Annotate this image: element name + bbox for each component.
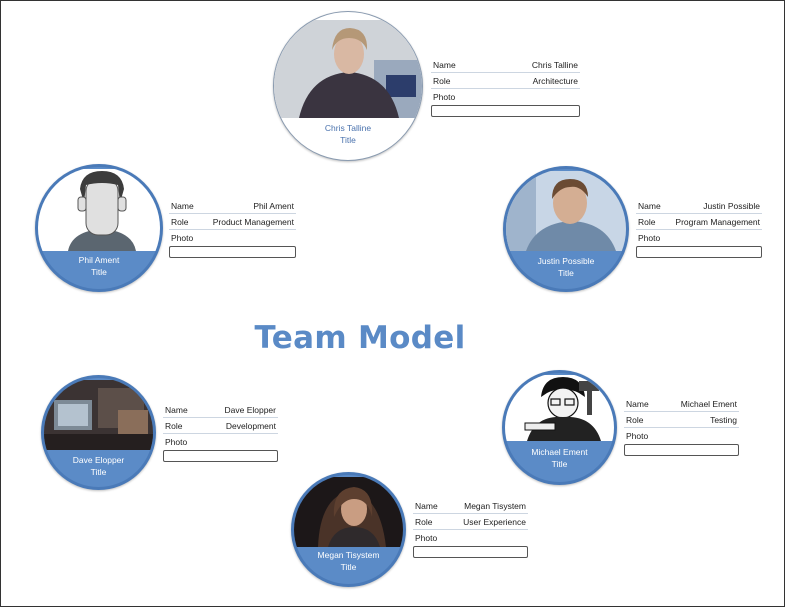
name-label: Name bbox=[415, 501, 438, 511]
name-value: Phil Ament bbox=[253, 201, 294, 211]
role-value: User Experience bbox=[463, 517, 526, 527]
name-value: Dave Elopper bbox=[224, 405, 276, 415]
photo-label: Photo bbox=[638, 233, 661, 243]
role-row: Role Testing bbox=[624, 412, 739, 428]
photo-label: Photo bbox=[165, 437, 188, 447]
role-label: Role bbox=[415, 517, 433, 527]
photo-field[interactable] bbox=[624, 444, 739, 456]
name-value: Megan Tisystem bbox=[464, 501, 526, 511]
member-photo bbox=[44, 380, 153, 450]
member-caption: Justin Possible Title bbox=[506, 255, 626, 279]
member-card-michael-ement[interactable]: Michael Ement Title bbox=[502, 370, 617, 485]
member-panel-phil-ament: Name Phil Ament Role Product Management … bbox=[169, 198, 296, 258]
role-label: Role bbox=[171, 217, 189, 227]
photo-label: Photo bbox=[433, 92, 456, 102]
role-label: Role bbox=[165, 421, 183, 431]
member-card-megan-tisystem[interactable]: Megan Tisystem Title bbox=[291, 472, 406, 587]
name-row: Name Dave Elopper bbox=[163, 402, 278, 418]
name-label: Name bbox=[433, 60, 456, 70]
name-value: Justin Possible bbox=[703, 201, 760, 211]
member-caption-title: Title bbox=[90, 467, 107, 477]
role-value: Program Management bbox=[675, 217, 760, 227]
member-caption: Chris Talline Title bbox=[274, 122, 422, 146]
photo-field[interactable] bbox=[413, 546, 528, 558]
name-label: Name bbox=[626, 399, 649, 409]
name-row: Name Phil Ament bbox=[169, 198, 296, 214]
photo-row: Photo bbox=[169, 230, 296, 246]
member-caption-title: Title bbox=[340, 135, 356, 145]
member-panel-michael-ement: Name Michael Ement Role Testing Photo bbox=[624, 396, 739, 456]
member-card-chris-talline[interactable]: Chris Talline Title bbox=[273, 11, 423, 161]
role-row: Role Architecture bbox=[431, 73, 580, 89]
member-panel-justin-possible: Name Justin Possible Role Program Manage… bbox=[636, 198, 762, 258]
photo-row: Photo bbox=[163, 434, 278, 450]
name-row: Name Justin Possible bbox=[636, 198, 762, 214]
member-card-phil-ament[interactable]: Phil Ament Title bbox=[35, 164, 163, 292]
member-caption-title: Title bbox=[558, 268, 574, 278]
diagram-title: Team Model bbox=[254, 320, 466, 356]
member-panel-chris-talline: Name Chris Talline Role Architecture Pho… bbox=[431, 57, 580, 117]
photo-row: Photo bbox=[636, 230, 762, 246]
member-photo bbox=[506, 171, 626, 251]
member-caption-title: Title bbox=[551, 459, 568, 469]
member-card-dave-elopper[interactable]: Dave Elopper Title bbox=[41, 375, 156, 490]
member-caption-name: Megan Tisystem bbox=[317, 550, 380, 560]
photo-label: Photo bbox=[415, 533, 438, 543]
photo-field[interactable] bbox=[431, 105, 580, 117]
role-label: Role bbox=[626, 415, 644, 425]
member-panel-megan-tisystem: Name Megan Tisystem Role User Experience… bbox=[413, 498, 528, 558]
name-value: Michael Ement bbox=[680, 399, 737, 409]
role-value: Architecture bbox=[532, 76, 578, 86]
member-photo bbox=[294, 477, 403, 547]
role-row: Role Product Management bbox=[169, 214, 296, 230]
member-caption: Dave Elopper Title bbox=[44, 454, 153, 478]
role-value: Product Management bbox=[212, 217, 294, 227]
photo-row: Photo bbox=[624, 428, 739, 444]
member-panel-dave-elopper: Name Dave Elopper Role Development Photo bbox=[163, 402, 278, 462]
member-caption-name: Dave Elopper bbox=[72, 455, 125, 465]
member-caption: Michael Ement Title bbox=[505, 446, 614, 470]
photo-label: Photo bbox=[626, 431, 649, 441]
member-caption-title: Title bbox=[340, 562, 357, 572]
role-label: Role bbox=[638, 217, 656, 227]
photo-field[interactable] bbox=[636, 246, 762, 258]
member-photo bbox=[38, 169, 160, 251]
name-row: Name Chris Talline bbox=[431, 57, 580, 73]
role-row: Role Program Management bbox=[636, 214, 762, 230]
photo-field[interactable] bbox=[169, 246, 296, 258]
name-label: Name bbox=[171, 201, 194, 211]
name-label: Name bbox=[638, 201, 661, 211]
member-caption-title: Title bbox=[91, 267, 107, 277]
name-row: Name Michael Ement bbox=[624, 396, 739, 412]
photo-row: Photo bbox=[413, 530, 528, 546]
member-card-justin-possible[interactable]: Justin Possible Title bbox=[503, 166, 629, 292]
role-row: Role Development bbox=[163, 418, 278, 434]
member-caption-name: Phil Ament bbox=[78, 255, 120, 265]
role-row: Role User Experience bbox=[413, 514, 528, 530]
member-caption: Megan Tisystem Title bbox=[294, 549, 403, 573]
name-label: Name bbox=[165, 405, 188, 415]
photo-label: Photo bbox=[171, 233, 194, 243]
photo-field[interactable] bbox=[163, 450, 278, 462]
name-row: Name Megan Tisystem bbox=[413, 498, 528, 514]
role-label: Role bbox=[433, 76, 451, 86]
role-value: Testing bbox=[710, 415, 737, 425]
member-caption-name: Chris Talline bbox=[324, 123, 372, 133]
member-photo bbox=[274, 20, 422, 118]
member-caption-name: Justin Possible bbox=[537, 256, 595, 266]
role-value: Development bbox=[225, 421, 276, 431]
member-caption-name: Michael Ement bbox=[531, 447, 588, 457]
member-photo bbox=[505, 375, 614, 441]
photo-row: Photo bbox=[431, 89, 580, 105]
name-value: Chris Talline bbox=[531, 60, 578, 70]
member-caption: Phil Ament Title bbox=[38, 254, 160, 278]
